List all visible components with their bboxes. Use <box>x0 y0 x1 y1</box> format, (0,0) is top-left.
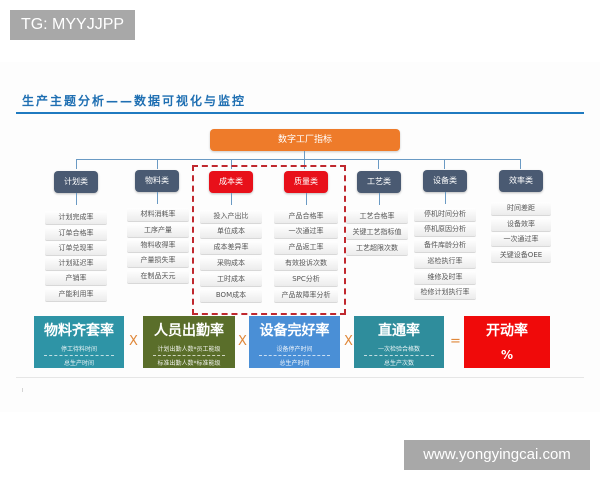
list-item: 维修及时率 <box>414 271 476 285</box>
kpi-material-kit-rate: 物料齐套率 停工待料时间 总生产时间 <box>34 316 124 368</box>
connector <box>157 159 158 169</box>
highlight-dashed-box <box>192 165 346 315</box>
list-item: 关键设备OEE <box>491 249 551 263</box>
kpi-title: 人员出勤率 <box>154 323 224 339</box>
list-item: 巡检执行率 <box>414 255 476 269</box>
category-quality: 质量类 <box>284 171 328 193</box>
list-item: 单位成本 <box>200 225 262 239</box>
list-item: 时间差距 <box>491 202 551 216</box>
kpi-denominator: 标准出勤人数*标准能级 <box>157 360 221 367</box>
kpi-attendance-rate: 人员出勤率 计划出勤人数*员工能级 标准出勤人数*标准能级 <box>143 316 235 368</box>
category-plan: 计划类 <box>54 171 98 193</box>
connector-root-down <box>304 151 305 159</box>
category-efficiency: 效率类 <box>499 170 543 192</box>
kpi-title: 物料齐套率 <box>44 323 114 339</box>
category-cost: 成本类 <box>209 171 253 193</box>
fraction-line <box>363 355 435 356</box>
category-equipment: 设备类 <box>423 170 467 192</box>
kpi-first-pass-rate: 直通率 一次检验合格数 总生产次数 <box>354 316 444 368</box>
slide-title: 生产主题分析——数据可视化与监控 <box>22 94 247 108</box>
watermark-bottom: www.yongyingcai.com <box>404 440 590 470</box>
list-item: 有效投诉次数 <box>274 257 338 271</box>
stem <box>306 193 307 205</box>
kpi-title: 设备完好率 <box>259 323 330 339</box>
equals-operator: = <box>450 334 461 349</box>
kpi-operating-rate: 开动率 % <box>464 316 550 368</box>
multiply-operator: X <box>238 334 247 349</box>
kpi-numerator: 一次检验合格数 <box>377 346 420 353</box>
list-item: 物料收得率 <box>127 239 189 253</box>
stem <box>76 193 77 205</box>
list-item: 产品故障率分析 <box>274 289 338 303</box>
category-material: 物料类 <box>135 170 179 192</box>
list-item: 计划完成率 <box>45 211 107 225</box>
bottom-divider <box>16 377 584 378</box>
list-item: 工时成本 <box>200 273 262 287</box>
list-item: 设备效率 <box>491 218 551 232</box>
list-item: BOM成本 <box>200 289 262 303</box>
title-underline <box>16 112 584 114</box>
kpi-numerator: 设备停产时间 <box>276 346 313 353</box>
category-process: 工艺类 <box>357 171 401 193</box>
kpi-title: 开动率 <box>486 323 528 339</box>
fraction-line <box>259 355 330 356</box>
page-mark: I <box>22 388 24 394</box>
root-node: 数字工厂指标 <box>210 129 400 151</box>
kpi-numerator: 停工待料时间 <box>60 346 97 353</box>
list-item: 工艺合格率 <box>346 210 408 224</box>
kpi-numerator: 计划出勤人数*员工能级 <box>157 346 221 353</box>
list-item: 关键工艺指标值 <box>346 226 408 240</box>
list-item: 订单合格率 <box>45 227 107 241</box>
kpi-title: 直通率 <box>378 323 420 339</box>
list-item: 一次通过率 <box>491 233 551 247</box>
list-item: SPC分析 <box>274 273 338 287</box>
list-item: 计划延迟率 <box>45 257 107 271</box>
list-item: 检修计划执行率 <box>414 286 476 300</box>
watermark-top: TG: MYYJJPP <box>10 10 135 40</box>
list-item: 产能利用率 <box>45 288 107 302</box>
list-item: 产品合格率 <box>274 210 338 224</box>
kpi-denominator: 总生产时间 <box>279 360 310 367</box>
list-item: 产量损失率 <box>127 254 189 268</box>
connector <box>378 159 379 169</box>
connector <box>520 159 521 169</box>
list-item: 在制品天元 <box>127 270 189 284</box>
multiply-operator: X <box>129 334 138 349</box>
kpi-denominator: 总生产次数 <box>383 360 414 367</box>
stem <box>157 192 158 204</box>
list-item: 产销率 <box>45 272 107 286</box>
list-item: 采购成本 <box>200 257 262 271</box>
stem <box>231 193 232 205</box>
connector <box>444 159 445 169</box>
list-item: 成本差异率 <box>200 241 262 255</box>
list-item: 订单兑现率 <box>45 242 107 256</box>
connector-horizontal <box>76 159 520 160</box>
fraction-line <box>153 355 225 356</box>
kpi-equipment-rate: 设备完好率 设备停产时间 总生产时间 <box>249 316 340 368</box>
multiply-operator: X <box>344 334 353 349</box>
connector <box>231 159 232 169</box>
kpi-result-value: % <box>500 348 514 362</box>
connector <box>76 159 77 169</box>
list-item: 备件库龄分析 <box>414 239 476 253</box>
kpi-denominator: 总生产时间 <box>63 360 94 367</box>
list-item: 工艺超限次数 <box>346 242 408 256</box>
list-item: 停机时间分析 <box>414 208 476 222</box>
list-item: 材料消耗率 <box>127 208 189 222</box>
stem <box>445 192 446 204</box>
fraction-line <box>43 355 115 356</box>
list-item: 投入产出比 <box>200 210 262 224</box>
list-item: 一次通过率 <box>274 225 338 239</box>
list-item: 产品返工率 <box>274 241 338 255</box>
list-item: 工序产量 <box>127 224 189 238</box>
stem <box>379 193 380 205</box>
list-item: 停机原因分析 <box>414 223 476 237</box>
connector <box>304 159 305 169</box>
